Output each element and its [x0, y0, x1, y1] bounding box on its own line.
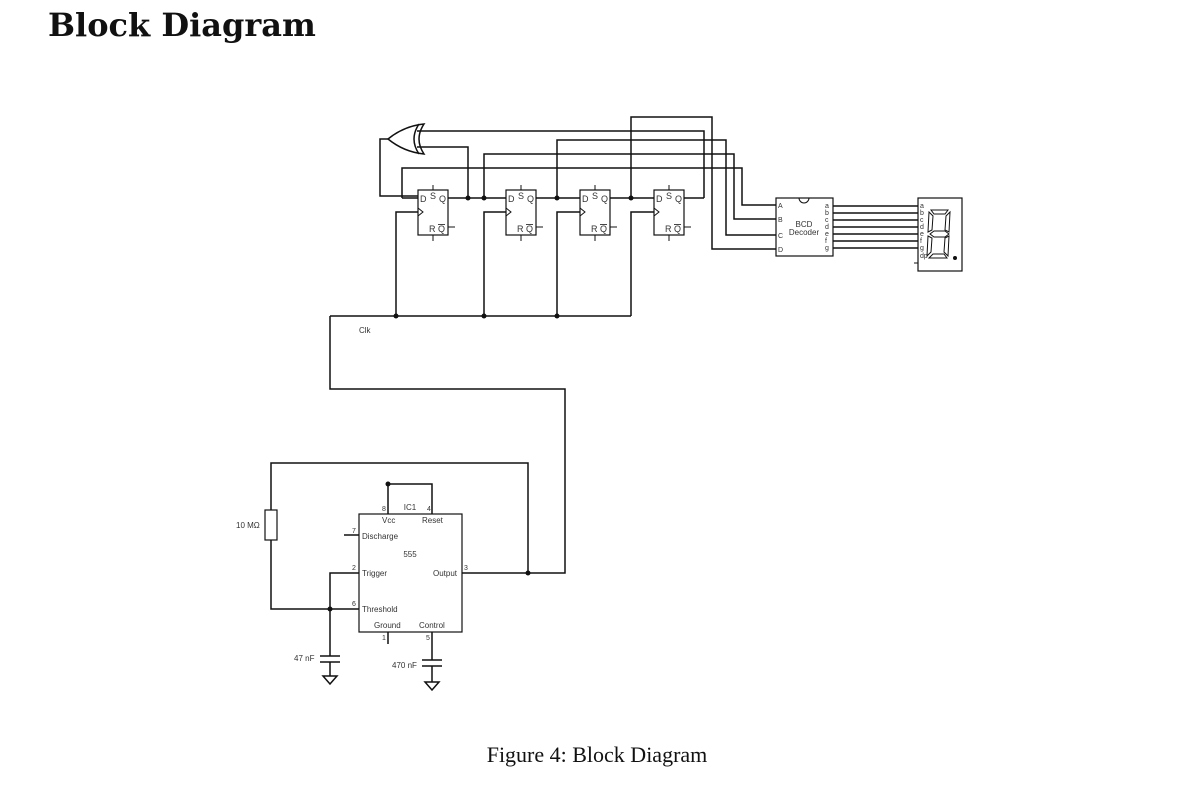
decoder-to-display-wires: [833, 205, 918, 249]
resistor-value: 10 MΩ: [236, 521, 260, 530]
ff3-s-label: S: [592, 191, 598, 201]
ff1-s-label: S: [430, 191, 436, 201]
pin-trigger-label: Trigger: [362, 569, 387, 578]
pin-ground-number: 1: [382, 635, 386, 642]
ff2-qbar-label: Q: [526, 224, 533, 234]
ff4-qbar-label: Q: [674, 224, 681, 234]
digit-eight-icon: [926, 209, 957, 260]
decoder-output-a: a: [825, 203, 829, 210]
decoder-output-c: c: [825, 217, 829, 224]
timer-555: IC1 555 8 Vcc 4 Reset 7 Discharge 2 Trig…: [344, 481, 528, 660]
decoder-output-f: f: [825, 238, 827, 245]
decoder-output-b: b: [825, 210, 829, 217]
pin-vcc-label: Vcc: [382, 516, 395, 525]
pin-control-number: 5: [426, 635, 430, 642]
xor-gate: [386, 123, 426, 155]
pin-threshold-number: 6: [352, 601, 356, 608]
bcd-decoder: BCD Decoder A B C D a b c d e f g: [775, 197, 834, 257]
decoder-title-line2: Decoder: [789, 228, 820, 237]
pin-reset-number: 4: [427, 506, 431, 513]
display-pin-e: e: [920, 231, 924, 238]
seven-segment-display: a b c d e f g dp: [914, 197, 963, 272]
timer-part: 555: [403, 550, 417, 559]
pin-discharge-number: 7: [352, 528, 356, 535]
pin-ground-label: Ground: [374, 621, 401, 630]
ff4-q-label: Q: [675, 194, 682, 204]
ff4-d-label: D: [656, 194, 663, 204]
ff3-d-label: D: [582, 194, 589, 204]
decoder-input-d: D: [778, 247, 783, 254]
timing-network: [270, 462, 531, 656]
flip-flop-2: D S Q R Q: [505, 185, 543, 241]
decoder-input-b: B: [778, 217, 783, 224]
pin-vcc-number: 8: [382, 506, 386, 513]
display-pin-c: c: [920, 217, 924, 224]
flip-flop-1: D S Q R Q: [417, 185, 455, 241]
ff3-r-label: R: [591, 224, 598, 234]
pin-reset-label: Reset: [422, 516, 444, 525]
display-pin-g: g: [920, 245, 924, 252]
ff3-q-label: Q: [601, 194, 608, 204]
decoder-output-d: d: [825, 224, 829, 231]
ff1-d-label: D: [420, 194, 427, 204]
pin-threshold-label: Threshold: [362, 605, 398, 614]
page-heading: Block Diagram: [48, 6, 316, 44]
flip-flop-3: D S Q R Q: [579, 185, 617, 241]
display-pin-dp: dp: [920, 253, 928, 260]
ff1-qbar-label: Q: [438, 224, 445, 234]
figure-caption: Figure 4: Block Diagram: [486, 742, 708, 767]
feedback-wires: [379, 116, 776, 250]
pin-control-label: Control: [419, 621, 445, 630]
display-pin-d: d: [920, 224, 924, 231]
ff2-d-label: D: [508, 194, 515, 204]
decoder-output-e: e: [825, 231, 829, 238]
display-pin-b: b: [920, 210, 924, 217]
ff4-s-label: S: [666, 191, 672, 201]
ff2-q-label: Q: [527, 194, 534, 204]
ff2-s-label: S: [518, 191, 524, 201]
cap-timing-value: 47 nF: [294, 654, 315, 663]
flip-flop-4: D S Q R Q: [653, 185, 691, 241]
timing-capacitor: 47 nF: [294, 654, 340, 686]
display-pin-f: f: [920, 238, 922, 245]
decoder-input-c: C: [778, 233, 783, 240]
ff4-r-label: R: [665, 224, 672, 234]
cap-control-value: 470 nF: [392, 661, 417, 670]
clock-label: Clk: [359, 326, 372, 335]
decoder-output-g: g: [825, 245, 829, 252]
pin-output-number: 3: [464, 565, 468, 572]
pin-trigger-number: 2: [352, 565, 356, 572]
ff2-r-label: R: [517, 224, 524, 234]
pin-output-label: Output: [433, 569, 458, 578]
ff3-qbar-label: Q: [600, 224, 607, 234]
timer-designator: IC1: [404, 503, 417, 512]
ff1-r-label: R: [429, 224, 436, 234]
decoder-input-a: A: [778, 203, 783, 210]
pin-discharge-label: Discharge: [362, 532, 399, 541]
resistor: 10 MΩ: [236, 509, 278, 541]
ff1-q-label: Q: [439, 194, 446, 204]
decoder-title-line1: BCD: [796, 220, 813, 229]
clock-bus: Clk: [329, 211, 654, 574]
display-pin-a: a: [920, 203, 924, 210]
control-capacitor: 470 nF: [392, 659, 442, 692]
